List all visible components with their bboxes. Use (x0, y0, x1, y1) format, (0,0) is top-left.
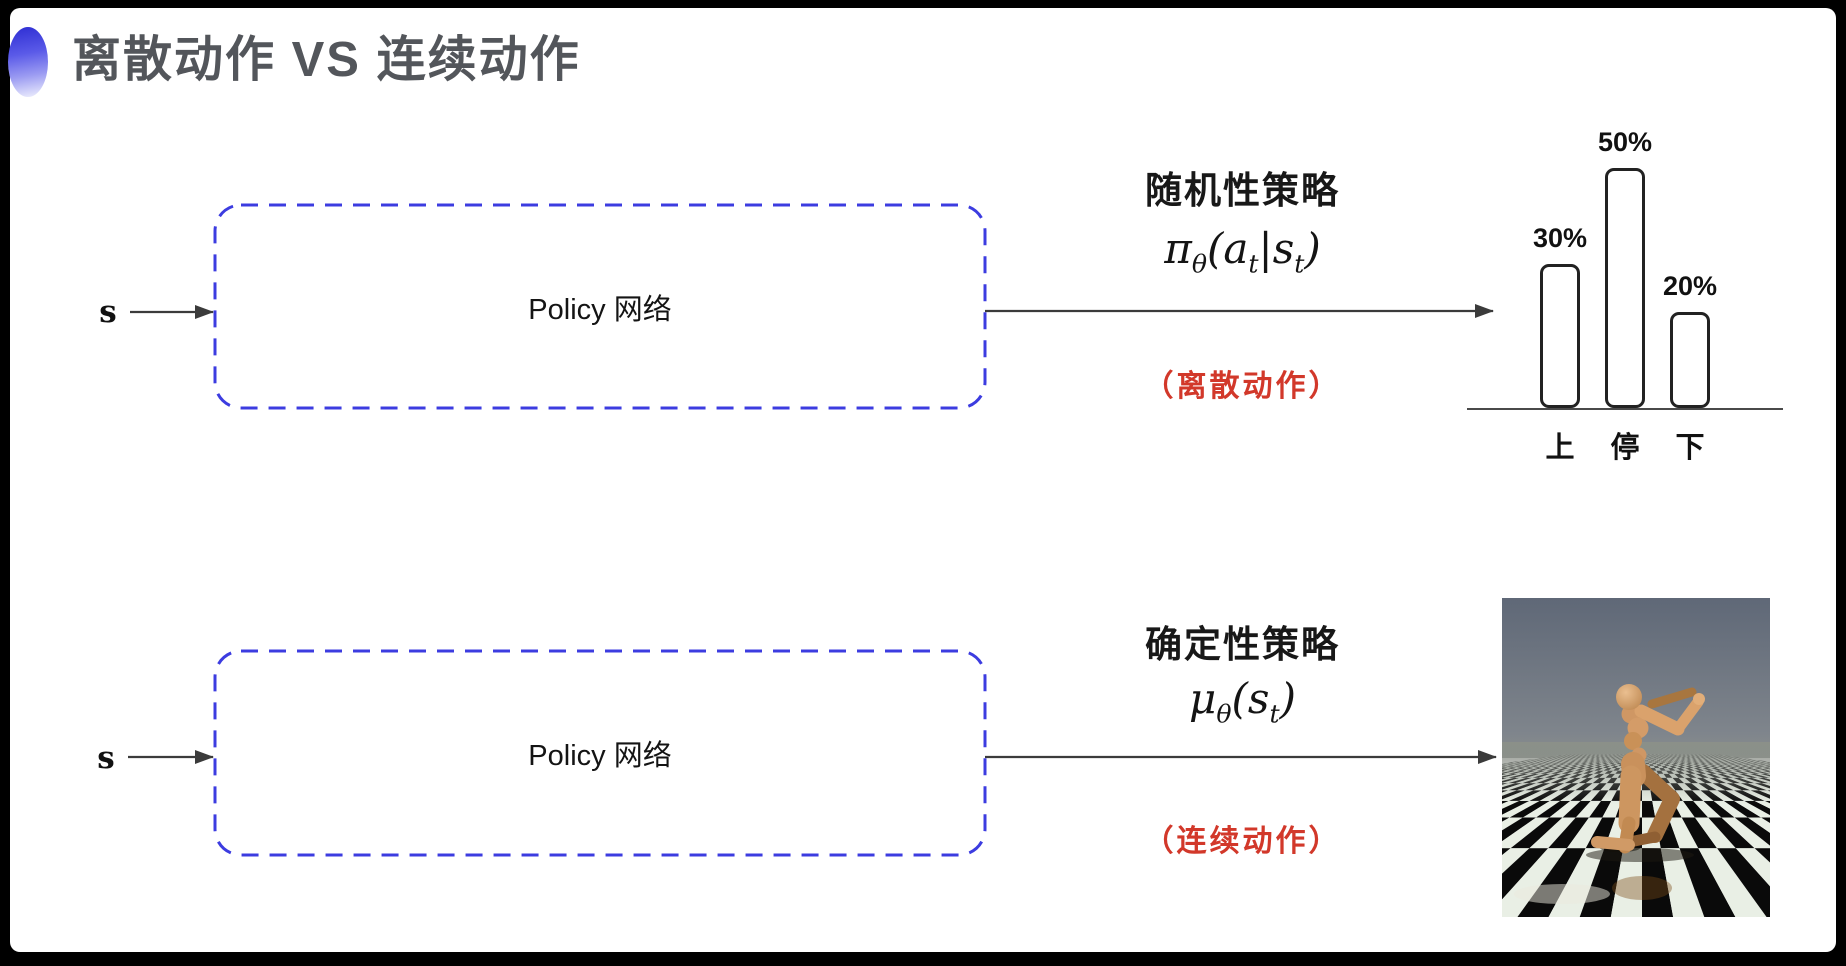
chart-baseline-axis (1467, 408, 1783, 410)
bar-value-label: 50% (1597, 127, 1653, 157)
bar-group: 20% (1663, 271, 1717, 408)
bar (1540, 264, 1580, 408)
bar-group: 50% (1598, 127, 1652, 408)
state-input-label-top: s (99, 294, 117, 330)
bar-chart: 30% 上 50% 停 20% 下 (1467, 112, 1783, 472)
policy-box-label-top: Policy 网络 (528, 293, 672, 326)
humanoid-robot-image (1502, 598, 1770, 917)
bar (1605, 168, 1645, 408)
bar-group: 30% (1533, 223, 1587, 408)
action-type-note-bottom: （连续动作） (1143, 825, 1342, 858)
bar (1670, 312, 1710, 408)
policy-formula-bottom: μθ(st) (1189, 674, 1296, 729)
bar-value-label: 20% (1662, 271, 1718, 301)
state-input-label-bottom: s (97, 740, 115, 776)
action-type-note-top: （离散动作） (1143, 370, 1342, 403)
floor-reflections (1514, 876, 1672, 904)
robot-body (1591, 684, 1705, 854)
title-bullet-icon (8, 27, 48, 97)
bar-category-label: 下 (1675, 432, 1705, 464)
policy-type-title-bottom: 确定性策略 (1145, 624, 1340, 665)
policy-box-label-bottom: Policy 网络 (528, 739, 672, 772)
bar-category-label: 停 (1610, 432, 1640, 464)
bar-value-label: 30% (1532, 223, 1588, 253)
bar-category-label: 上 (1545, 432, 1575, 464)
policy-formula-top: πθ(at|st) (1164, 224, 1321, 279)
slide-title: 离散动作 VS 连续动作 (72, 33, 581, 87)
policy-type-title-top: 随机性策略 (1145, 170, 1340, 211)
robot-scene-svg (1502, 598, 1770, 917)
